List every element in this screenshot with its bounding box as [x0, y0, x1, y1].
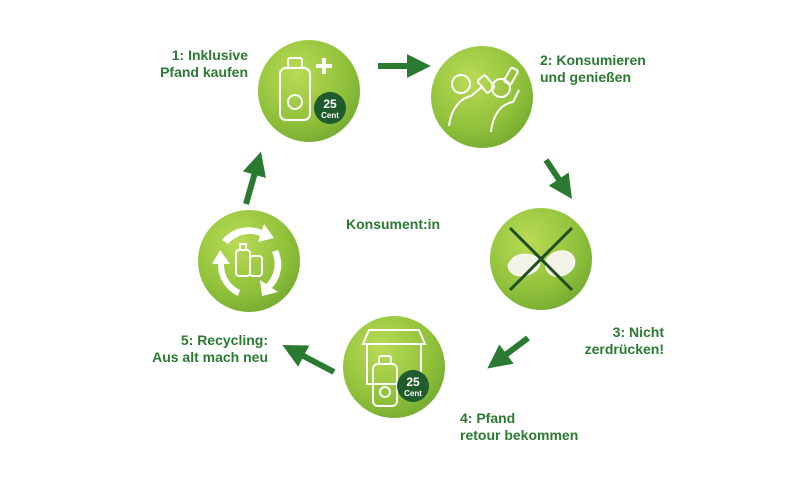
step-5-line2: Aus alt mach neu: [152, 349, 268, 365]
step-1-line2: Pfand kaufen: [160, 64, 248, 80]
step-3-circle: [490, 208, 592, 310]
deposit-badge: 25 Cent: [314, 92, 346, 124]
step-3-line1: 3: Nicht: [612, 324, 664, 340]
step-1-label: 1: Inklusive Pfand kaufen: [120, 47, 248, 81]
arrow-2-to-3: [543, 158, 572, 199]
step-1-line1: 1: Inklusive: [171, 47, 248, 63]
drinking-people-icon: [448, 66, 520, 133]
step-2-circle: [431, 46, 533, 148]
badge-amount: 25: [323, 97, 337, 111]
plus-icon: [316, 58, 332, 74]
bottle-icon: [372, 355, 398, 407]
badge-unit: Cent: [321, 111, 339, 120]
step-5-label: 5: Recycling: Aus alt mach neu: [120, 332, 268, 366]
step-2-label: 2: Konsumieren und genießen: [540, 52, 646, 86]
arrow-3-to-4: [487, 335, 530, 369]
step-4-circle: 25 Cent: [343, 316, 445, 418]
step-3-label: 3: Nicht zerdrücken!: [560, 324, 664, 358]
center-label: Konsument:in: [346, 216, 441, 232]
bottle-icon: [235, 243, 263, 277]
arrow-4-to-5: [282, 344, 336, 375]
step-2-line2: und genießen: [540, 69, 631, 85]
step-1-circle: 25 Cent: [258, 40, 360, 142]
step-5-circle: [198, 210, 300, 312]
bottle-icon: [279, 57, 311, 121]
step-3-line2: zerdrücken!: [584, 341, 664, 357]
shop-icon: [361, 329, 427, 385]
cross-icon: [508, 226, 574, 292]
euro-icon: [287, 94, 303, 110]
deposit-badge: 25 Cent: [397, 370, 429, 402]
step-2-line1: 2: Konsumieren: [540, 52, 646, 68]
step-4-line1: 4: Pfand: [460, 410, 516, 426]
step-4-line2: retour bekommen: [460, 427, 579, 443]
step-5-line1: 5: Recycling:: [180, 332, 268, 348]
arrow-5-to-1: [242, 151, 266, 205]
crushed-bottle-icon: [507, 250, 576, 277]
step-4-label: 4: Pfand retour bekommen: [460, 410, 578, 444]
badge-amount: 25: [406, 375, 420, 389]
badge-unit: Cent: [404, 389, 422, 398]
recycle-arrows-icon: [212, 224, 282, 296]
